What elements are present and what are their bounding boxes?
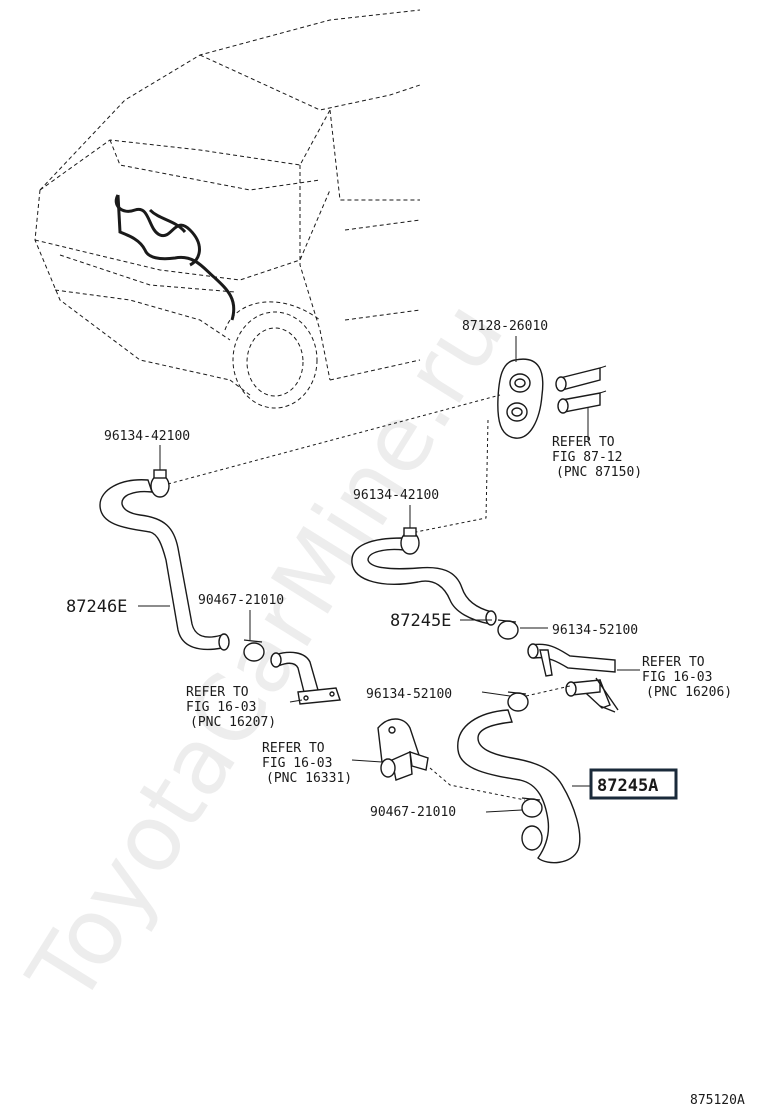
hose-87245E[interactable] (351, 537, 497, 626)
label-90467-21010-upper: 90467-21010 (198, 593, 284, 608)
ref-16331-line1: REFER TO (262, 741, 325, 756)
clamp-96134-52100-upper[interactable] (497, 619, 519, 640)
vehicle-outline (34, 9, 421, 409)
heater-pipes (555, 365, 607, 440)
ref-16331-line2: FIG 16-03 (262, 756, 332, 771)
ref-note-16206: REFER TO FIG 16-03 (PNC 16206) (642, 655, 732, 700)
label-96134-42100-top: 96134-42100 (104, 429, 190, 444)
hose-87246E[interactable] (99, 479, 230, 651)
connection-lines (167, 394, 571, 801)
water-pipe-16206 (527, 643, 619, 713)
label-96134-42100-mid: 96134-42100 (353, 488, 439, 503)
figure-code: 875120A (690, 1093, 745, 1108)
ref-87150-line3: (PNC 87150) (556, 465, 642, 480)
ref-87150-line1: REFER TO (552, 435, 615, 450)
label-96134-52100-lower: 96134-52100 (366, 687, 452, 702)
ref-16331-line3: (PNC 16331) (266, 771, 352, 786)
ref-16206-line3: (PNC 16206) (646, 685, 732, 700)
grommet-part[interactable] (497, 358, 544, 439)
label-87246E: 87246E (66, 597, 127, 617)
ref-note-16207: REFER TO FIG 16-03 (PNC 16207) (186, 685, 276, 730)
leader-lines (138, 336, 640, 813)
label-90467-21010-lower: 90467-21010 (370, 805, 456, 820)
ref-16206-line2: FIG 16-03 (642, 670, 712, 685)
ref-87150-line2: FIG 87-12 (552, 450, 622, 465)
clamp-96134-top[interactable] (150, 469, 170, 498)
label-96134-52100-upper: 96134-52100 (552, 623, 638, 638)
clamp-96134-mid[interactable] (400, 527, 420, 555)
hose-87245A[interactable] (457, 709, 581, 864)
ref-16207-line1: REFER TO (186, 685, 249, 700)
label-87245A: 87245A (597, 776, 658, 796)
ref-16207-line3: (PNC 16207) (190, 715, 276, 730)
highlighted-part-87245A[interactable]: 87245A (589, 768, 678, 800)
ref-note-87150: REFER TO FIG 87-12 (PNC 87150) (552, 435, 642, 480)
clamp-96134-52100-lower[interactable] (507, 691, 529, 712)
label-87128-26010: 87128-26010 (462, 319, 548, 334)
water-pipe-16207 (270, 651, 341, 705)
ref-note-16331: REFER TO FIG 16-03 (PNC 16331) (262, 741, 352, 786)
ref-16207-line2: FIG 16-03 (186, 700, 256, 715)
clamp-90467-upper[interactable] (243, 639, 265, 662)
ref-16206-line1: REFER TO (642, 655, 705, 670)
label-87245E: 87245E (390, 611, 451, 631)
clamp-90467-lower[interactable] (521, 797, 543, 818)
water-outlet-16331 (377, 718, 429, 781)
